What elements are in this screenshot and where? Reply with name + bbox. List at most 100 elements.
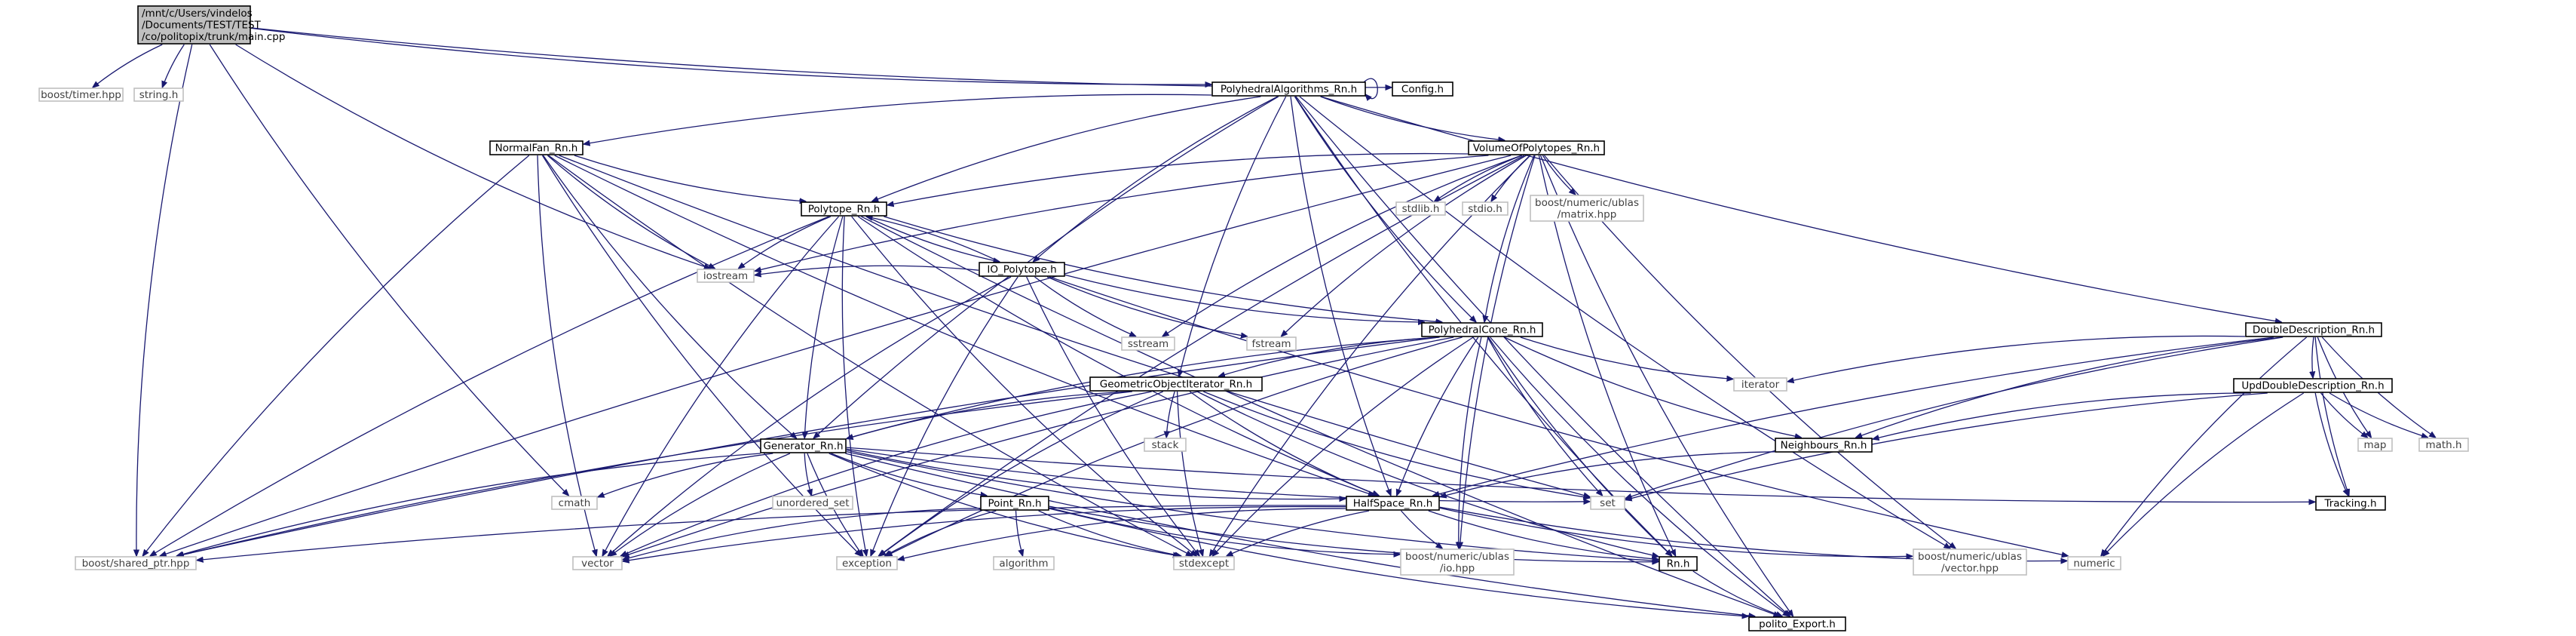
edge-PolyhedralAlgorithms-to-Polytope <box>872 96 1261 201</box>
edge-IO_Polytope-to-sstream <box>1034 276 1136 336</box>
node-label: boost/numeric/ublas <box>1918 551 2022 563</box>
edge-Generator-to-Tracking <box>846 447 2315 502</box>
node-sstream: sstream <box>1121 336 1175 351</box>
node-polito_Export[interactable]: polito_Export.h <box>1748 616 1846 631</box>
edge-PolyhedralAlgorithms-to-PolyhedralAlgorithms <box>1363 78 1378 98</box>
edge-VolumeOfPolytopes-to-iostream <box>755 155 1489 271</box>
node-GeometricObjectIterator[interactable]: GeometricObjectIterator_Rn.h <box>1089 376 1263 392</box>
node-box <box>2357 438 2393 452</box>
edge-PolyhedralCone-to-vector <box>623 336 1454 557</box>
node-PolyhedralAlgorithms[interactable]: PolyhedralAlgorithms_Rn.h <box>1211 81 1366 97</box>
edge-Polytope-to-PolyhedralCone <box>884 216 1442 322</box>
node-IO_Polytope[interactable]: IO_Polytope.h <box>979 262 1065 277</box>
edge-GeometricObjectIterator-to-exception <box>879 391 1163 556</box>
node-NormalFan[interactable]: NormalFan_Rn.h <box>489 140 584 155</box>
node-label: /mnt/c/Users/vindelos <box>142 8 253 20</box>
node-label: /matrix.hpp <box>1558 208 1617 220</box>
node-stdio: stdio.h <box>1462 201 1509 216</box>
node-label: NormalFan_Rn.h <box>495 143 578 155</box>
edge-DoubleDescription-to-numeric <box>2101 336 2308 556</box>
node-DoubleDescription[interactable]: DoubleDescription_Rn.h <box>2245 322 2382 337</box>
edge-PolyhedralCone-to-HalfSpace <box>1397 336 1479 496</box>
edge-IO_Polytope-to-PolyhedralCone <box>1064 274 1425 323</box>
edge-VolumeOfPolytopes-to-stdlib <box>1435 155 1523 201</box>
edge-DoubleDescription-to-iterator <box>1787 335 2246 381</box>
node-label: unordered_set <box>776 497 849 509</box>
edge-UpdDoubleDescription-to-math_h <box>2329 392 2427 438</box>
node-label: set <box>1600 497 1616 509</box>
edge-PolyhedralAlgorithms-to-Generator <box>813 96 1279 438</box>
edge-main-to-boost_timer <box>93 44 163 88</box>
node-Rn[interactable]: Rn.h <box>1659 556 1698 571</box>
node-label: stdlib.h <box>1402 203 1440 215</box>
node-label: math.h <box>2425 439 2461 451</box>
node-box <box>1913 548 2027 576</box>
edge-PolyhedralCone-to-polito_Export <box>1490 336 1790 616</box>
node-box <box>1733 377 1787 392</box>
node-box <box>1775 438 1873 453</box>
edge-IO_Polytope-to-stdexcept <box>1026 276 1199 556</box>
node-box <box>979 262 1065 277</box>
node-algorithm: algorithm <box>993 556 1055 570</box>
node-exception: exception <box>836 556 898 570</box>
node-label: iterator <box>1741 379 1780 391</box>
edge-NormalFan-to-Polytope <box>574 155 806 201</box>
node-Generator[interactable]: Generator_Rn.h <box>760 438 847 453</box>
edge-VolumeOfPolytopes-to-Polytope <box>887 152 1469 205</box>
node-box <box>489 140 584 155</box>
node-boost_vector: boost/numeric/ublas/vector.hpp <box>1913 548 2027 576</box>
node-main[interactable]: /mnt/c/Users/vindelos/Documents/TEST/TES… <box>137 5 285 45</box>
edge-IO_Polytope-to-vector <box>608 276 1012 556</box>
node-Config[interactable]: Config.h <box>1392 81 1453 97</box>
node-label: stdio.h <box>1468 203 1502 215</box>
node-box <box>1395 201 1446 216</box>
edge-IO_Polytope-to-numeric <box>1049 276 2068 556</box>
edge-Point-to-algorithm <box>1015 510 1023 556</box>
node-label: UpdDoubleDescription_Rn.h <box>2241 380 2384 392</box>
node-boost_io: boost/numeric/ublas/io.hpp <box>1400 548 1515 576</box>
edge-main-to-Config <box>250 27 1392 88</box>
edge-HalfSpace-to-stdexcept <box>1227 510 1370 556</box>
edge-PolyhedralAlgorithms-to-VolumeOfPolytopes <box>1320 96 1505 140</box>
edge-NormalFan-to-stdexcept <box>548 155 1193 556</box>
edge-IO_Polytope-to-Polytope <box>866 217 1000 263</box>
node-box <box>1468 140 1605 155</box>
node-stack: stack <box>1144 438 1187 452</box>
node-Tracking[interactable]: Tracking.h <box>2315 496 2386 511</box>
node-box <box>75 556 197 570</box>
node-UpdDoubleDescription[interactable]: UpdDoubleDescription_Rn.h <box>2233 378 2393 393</box>
node-unordered_set: unordered_set <box>772 496 853 510</box>
node-box <box>2067 556 2121 570</box>
edge-PolyhedralCone-to-boost_io <box>1459 336 1482 548</box>
node-box <box>1392 81 1453 97</box>
node-boost_matrix: boost/numeric/ublas/matrix.hpp <box>1530 195 1644 222</box>
node-box <box>572 556 623 570</box>
edge-main-to-string_h <box>162 44 185 88</box>
node-HalfSpace[interactable]: HalfSpace_Rn.h <box>1346 496 1440 511</box>
edge-UpdDoubleDescription-to-set <box>1625 392 2268 500</box>
node-label: stack <box>1152 439 1179 451</box>
node-label: Neighbours_Rn.h <box>1781 440 1867 452</box>
node-box <box>1173 556 1235 570</box>
node-VolumeOfPolytopes[interactable]: VolumeOfPolytopes_Rn.h <box>1468 140 1605 155</box>
node-map: map <box>2357 438 2393 452</box>
node-box <box>137 5 251 45</box>
node-label: Polytope_Rn.h <box>808 204 881 216</box>
node-Point[interactable]: Point_Rn.h <box>980 496 1049 511</box>
node-box <box>993 556 1055 570</box>
node-PolyhedralCone[interactable]: PolyhedralCone_Rn.h <box>1421 322 1543 337</box>
node-label: PolyhedralAlgorithms_Rn.h <box>1221 84 1357 96</box>
node-box <box>1421 322 1543 337</box>
node-Neighbours[interactable]: Neighbours_Rn.h <box>1775 438 1873 453</box>
node-box <box>133 88 184 102</box>
edge-Point-to-Rn <box>1049 505 1659 562</box>
node-label: Tracking.h <box>2323 498 2376 510</box>
edge-NormalFan-to-Generator <box>542 155 797 438</box>
node-Polytope[interactable]: Polytope_Rn.h <box>801 201 887 217</box>
node-box <box>551 496 598 510</box>
edge-Polytope-to-stdexcept <box>851 216 1197 556</box>
edge-HalfSpace-to-Rn <box>1428 510 1659 560</box>
node-label: Point_Rn.h <box>988 498 1041 510</box>
node-label: PolyhedralCone_Rn.h <box>1429 324 1536 336</box>
